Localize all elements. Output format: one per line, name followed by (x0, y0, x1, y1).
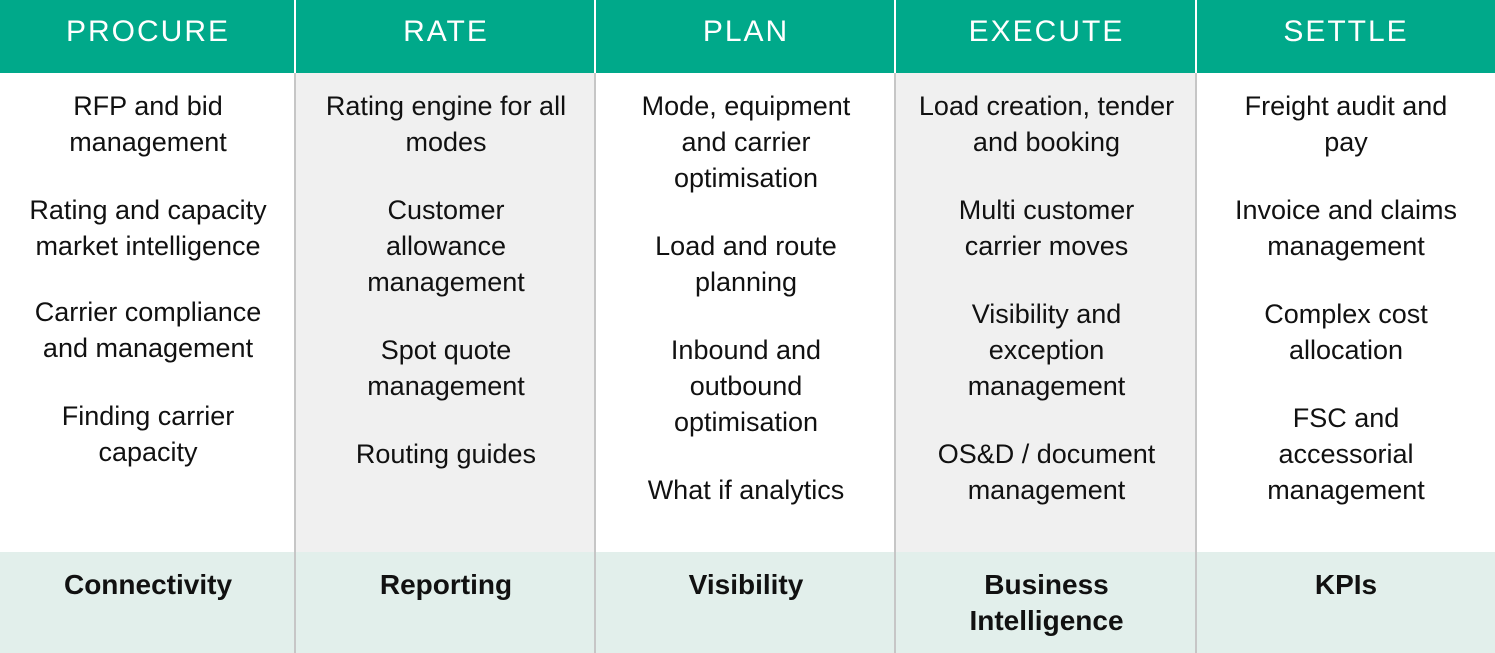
stage-item: FSC and accessorial management (1267, 403, 1425, 505)
stage-item: Complex cost allocation (1264, 299, 1428, 365)
stage-item: Freight audit and pay (1244, 91, 1448, 157)
stage-footer-execute: Business Intelligence (896, 552, 1197, 653)
header-divider (594, 0, 596, 73)
stage-item: Rating engine for all modes (325, 91, 567, 157)
stage-body-procure: RFP and bid management Rating and capaci… (0, 73, 296, 552)
column-divider (1195, 0, 1197, 653)
stage-item: What if analytics (647, 475, 845, 505)
stage-footer-plan: Visibility (596, 552, 896, 653)
header-divider (294, 0, 296, 73)
stage-item: Customer allowance management (367, 195, 525, 297)
stage-body-plan: Mode, equipment and carrier optimisation… (596, 73, 896, 552)
stage-header-plan: PLAN (596, 0, 896, 73)
stage-body-rate: Rating engine for all modes Customer all… (296, 73, 596, 552)
column-divider (594, 0, 596, 653)
stage-item: Load creation, tender and booking (918, 91, 1175, 157)
stage-item: RFP and bid management (69, 91, 227, 157)
header-divider (894, 0, 896, 73)
stage-item: Invoice and claims management (1234, 195, 1458, 261)
stage-item: Rating and capacity market intelligence (29, 195, 267, 261)
stage-footer-label: Business Intelligence (969, 569, 1124, 636)
stage-footer-settle: KPIs (1197, 552, 1495, 653)
stage-item: OS&D / document management (937, 439, 1156, 505)
stage-item: Load and route planning (655, 231, 837, 297)
stage-footer-rate: Reporting (296, 552, 596, 653)
stage-item: Spot quote management (367, 335, 525, 401)
stage-item: Carrier compliance and management (34, 297, 262, 363)
stage-item: Finding carrier capacity (61, 401, 235, 467)
header-divider (1195, 0, 1197, 73)
stage-header-rate: RATE (296, 0, 596, 73)
stage-item: Inbound and outbound optimisation (670, 335, 822, 437)
stage-item: Mode, equipment and carrier optimisation (641, 91, 851, 193)
stage-header-execute: EXECUTE (896, 0, 1197, 73)
stage-item: Multi customer carrier moves (958, 195, 1135, 261)
column-divider (894, 0, 896, 653)
column-divider (294, 0, 296, 653)
stage-header-procure: PROCURE (0, 0, 296, 73)
stage-footer-procure: Connectivity (0, 552, 296, 653)
stage-item: Routing guides (355, 439, 537, 469)
stage-item: Visibility and exception management (967, 299, 1126, 401)
stage-header-settle: SETTLE (1197, 0, 1495, 73)
stage-body-settle: Freight audit and pay Invoice and claims… (1197, 73, 1495, 552)
stage-body-execute: Load creation, tender and booking Multi … (896, 73, 1197, 552)
